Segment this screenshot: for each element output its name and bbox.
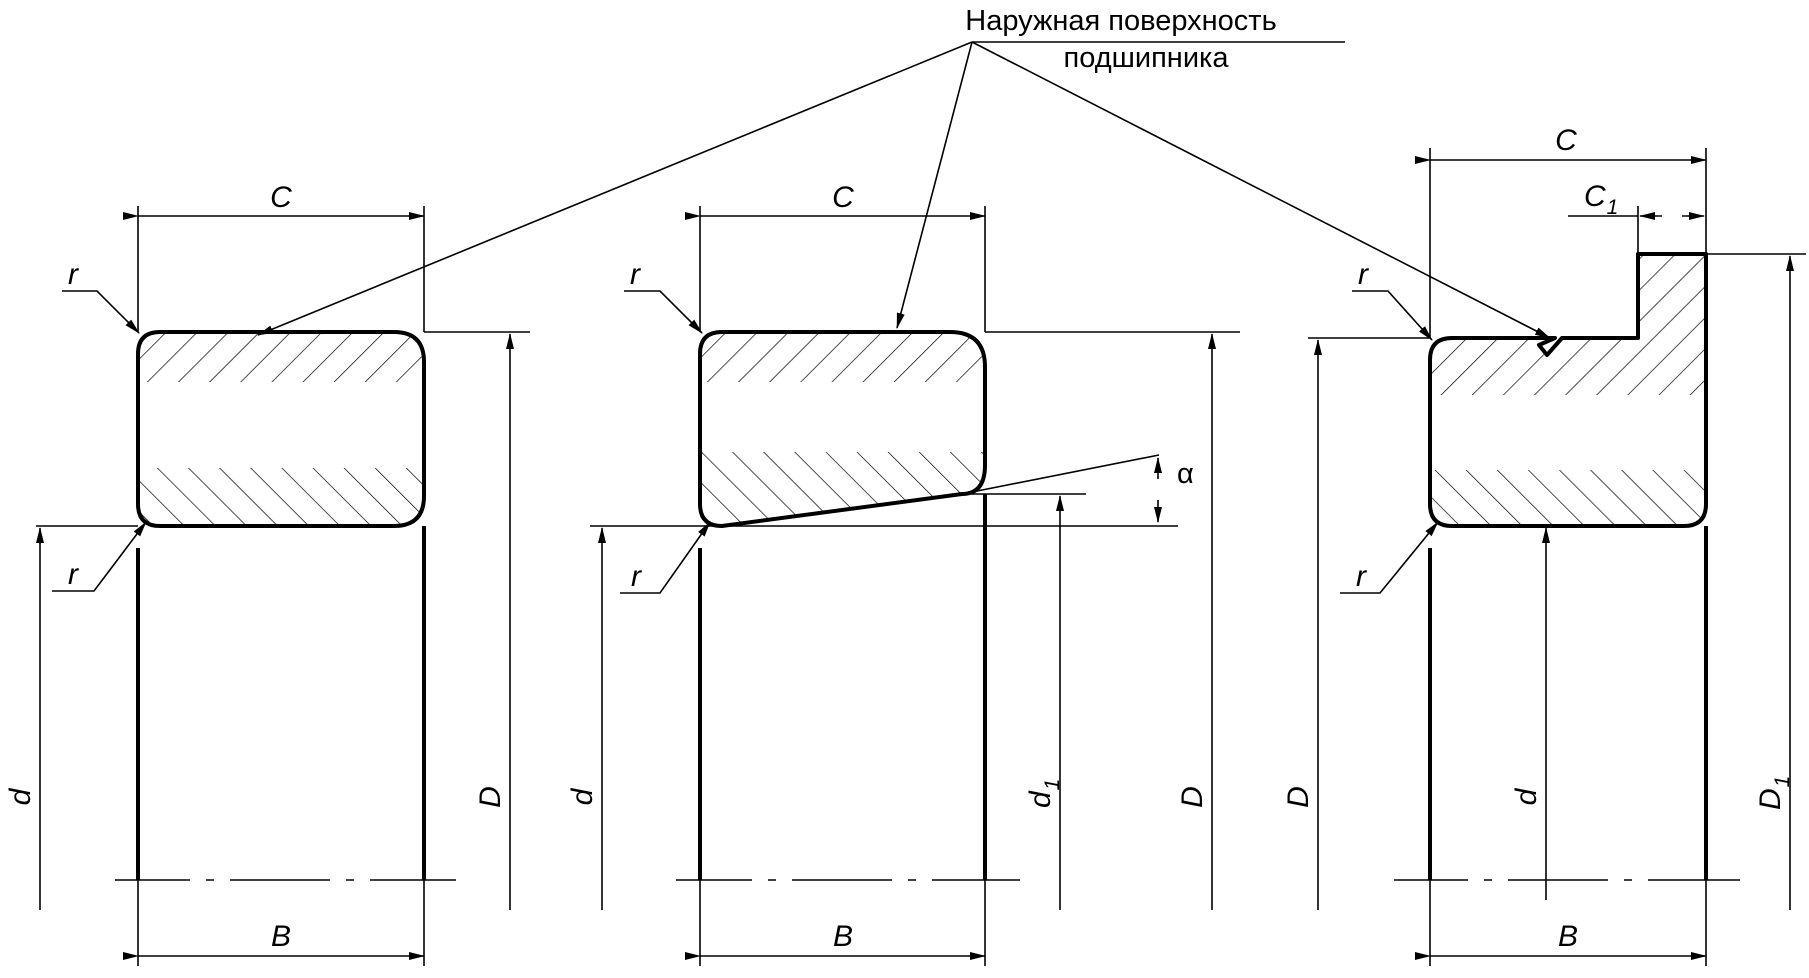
bearing-1-label-B: B — [271, 920, 291, 953]
bearing-3-label-r-top: r — [1358, 258, 1369, 291]
bearing-3-leader-r-top — [1352, 290, 1433, 341]
bearing-3: C C1 B D d D1 r r — [1282, 124, 1806, 966]
bearing-2-label-r-top: r — [630, 258, 641, 291]
bearing-2-label-d: d — [566, 787, 599, 805]
bearing-3-label-B: B — [1558, 920, 1578, 953]
bearing-2-label-r-bottom: r — [631, 560, 642, 593]
bearing-3-label-C1: C1 — [1584, 180, 1618, 219]
bearing-2: C B D d1 d α r r — [566, 181, 1240, 966]
bearing-2-label-D: D — [1176, 786, 1209, 808]
leader-to-bearing-2 — [896, 41, 973, 329]
callout-line-1: Наружная поверхность — [965, 5, 1276, 37]
bearing-1-label-r-top: r — [68, 258, 79, 291]
bearing-1-label-r-bottom: r — [68, 558, 79, 591]
bearing-2-label-B: B — [833, 920, 853, 953]
bearing-2-taper-extension — [961, 454, 1160, 495]
bearing-1-leader-r-top — [62, 290, 140, 334]
bearing-3-label-C: C — [1555, 124, 1577, 157]
bearing-1: C B D d r r — [4, 181, 530, 966]
callout-title: Наружная поверхность подшипника — [257, 5, 1551, 339]
bearing-2-leader-r-top — [624, 290, 703, 334]
bearing-2-leader-r-bottom — [620, 521, 711, 594]
bearing-2-label-alpha: α — [1177, 458, 1194, 490]
bearing-3-label-D: D — [1282, 786, 1315, 808]
bearing-1-section — [136, 330, 426, 528]
bearing-3-label-d: d — [1510, 787, 1543, 805]
bearing-1-label-d: d — [4, 787, 37, 805]
bearing-3-leader-r-bottom — [1340, 521, 1439, 594]
bearing-1-label-C: C — [270, 181, 292, 214]
leader-to-bearing-3 — [971, 41, 1551, 339]
leader-to-bearing-1 — [257, 41, 973, 336]
bearing-2-label-C: C — [832, 181, 854, 214]
bearing-1-leader-r-bottom — [52, 521, 147, 592]
callout-line-2: подшипника — [1064, 42, 1230, 74]
bearing-3-label-r-bottom: r — [1356, 560, 1367, 593]
bearing-2-label-d1: d1 — [1024, 779, 1064, 808]
bearing-3-section — [1428, 252, 1708, 528]
bearing-3-label-D1: D1 — [1754, 776, 1794, 810]
bearing-1-label-D: D — [474, 786, 507, 808]
